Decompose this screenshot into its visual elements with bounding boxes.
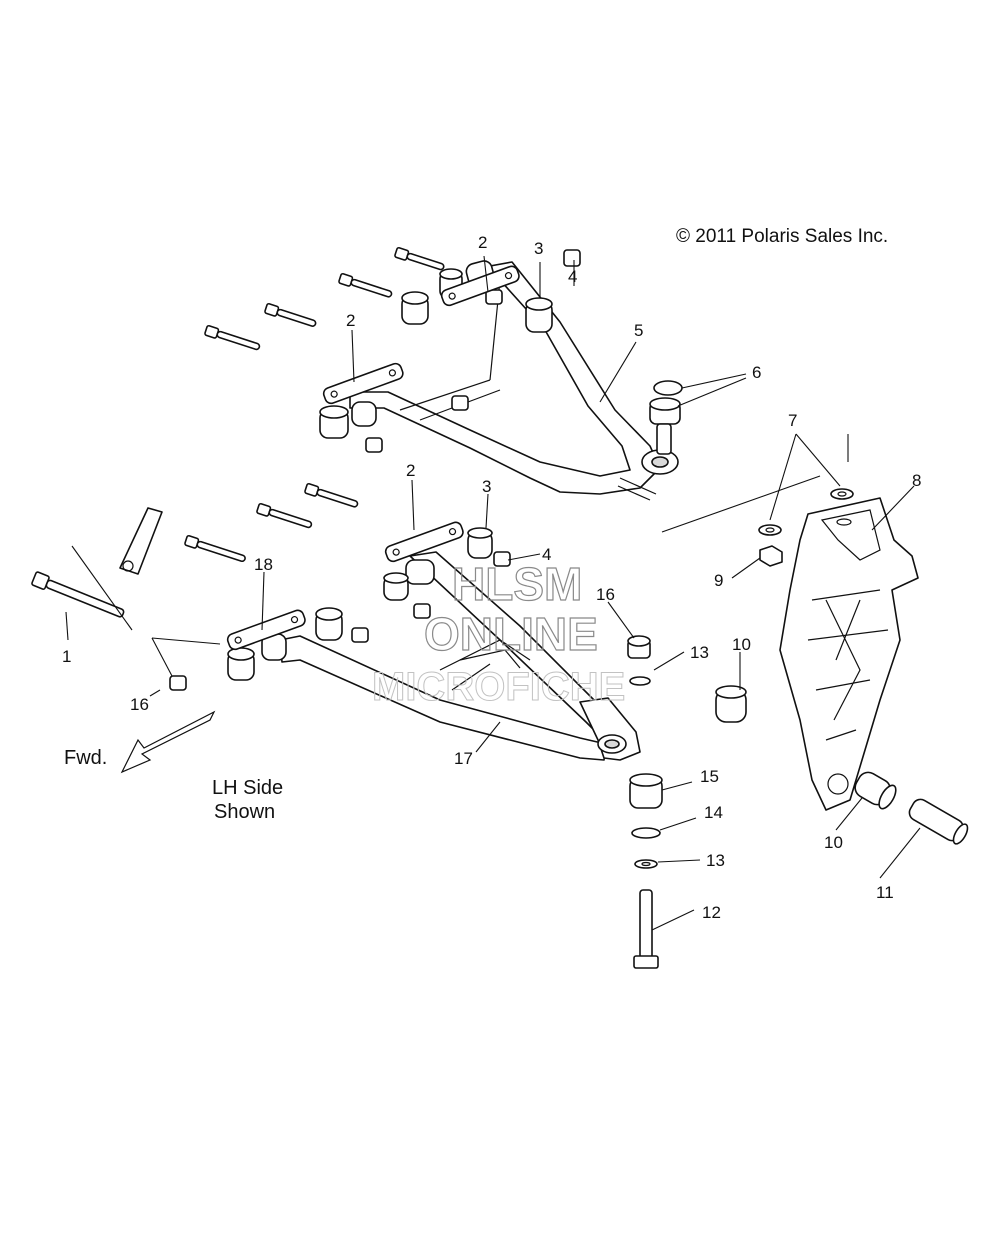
long-bolt <box>31 507 163 618</box>
callout-14: 14 <box>704 803 723 822</box>
side-note-line2: Shown <box>214 801 275 823</box>
watermark-line3: MICROFICHE <box>372 665 625 709</box>
watermark-line2: ONLINE <box>424 608 598 660</box>
lower-arm-bushings <box>169 527 511 691</box>
callout-2-upper-front: 2 <box>346 311 355 330</box>
ball-joint <box>649 380 683 455</box>
steering-knuckle <box>779 497 919 811</box>
callout-17: 17 <box>454 749 473 768</box>
bushings-and-pin <box>715 685 969 845</box>
bolt-set-upper <box>204 246 445 351</box>
bolt-set-lower <box>184 482 359 563</box>
callout-9: 9 <box>714 571 723 590</box>
leader-lines <box>65 255 921 931</box>
callout-6: 6 <box>752 363 761 382</box>
callout-10-lower: 10 <box>824 833 843 852</box>
callouts: 1 2 2 2 3 3 4 4 5 6 7 8 9 10 10 11 12 13… <box>62 233 921 922</box>
knuckle-hardware <box>758 488 854 567</box>
forward-arrow-icon <box>120 710 216 774</box>
callout-10-upper: 10 <box>732 635 751 654</box>
callout-16-left: 16 <box>130 695 149 714</box>
callout-18: 18 <box>254 555 273 574</box>
callout-7: 7 <box>788 411 797 430</box>
callout-8: 8 <box>912 471 921 490</box>
forward-label: Fwd. <box>64 747 107 769</box>
callout-4-lower: 4 <box>542 545 551 564</box>
watermark-line1: HLSM <box>452 558 582 610</box>
lower-pivot-plates <box>226 521 464 651</box>
callout-16-right: 16 <box>596 585 615 604</box>
lower-joint-stack <box>629 773 663 969</box>
callout-3-upper: 3 <box>534 239 543 258</box>
copyright-text: © 2011 Polaris Sales Inc. <box>676 226 888 247</box>
callout-2-upper-rear: 2 <box>478 233 487 252</box>
callout-5: 5 <box>634 321 643 340</box>
callout-4-upper: 4 <box>568 267 577 286</box>
callout-3-lower: 3 <box>482 477 491 496</box>
callout-11: 11 <box>876 883 894 902</box>
bushing-16 <box>627 635 651 686</box>
callout-1: 1 <box>62 647 71 666</box>
callout-12: 12 <box>702 903 721 922</box>
upper-a-arm <box>349 261 679 501</box>
side-note-line1: LH Side <box>212 777 283 799</box>
callout-15: 15 <box>700 767 719 786</box>
callout-13-lower: 13 <box>706 851 725 870</box>
lower-a-arm <box>279 551 641 761</box>
callout-13-upper: 13 <box>690 643 709 662</box>
callout-2-lower: 2 <box>406 461 415 480</box>
upper-pivot-plates <box>322 265 520 405</box>
watermark: HLSM ONLINE MICROFICHE <box>372 557 626 709</box>
